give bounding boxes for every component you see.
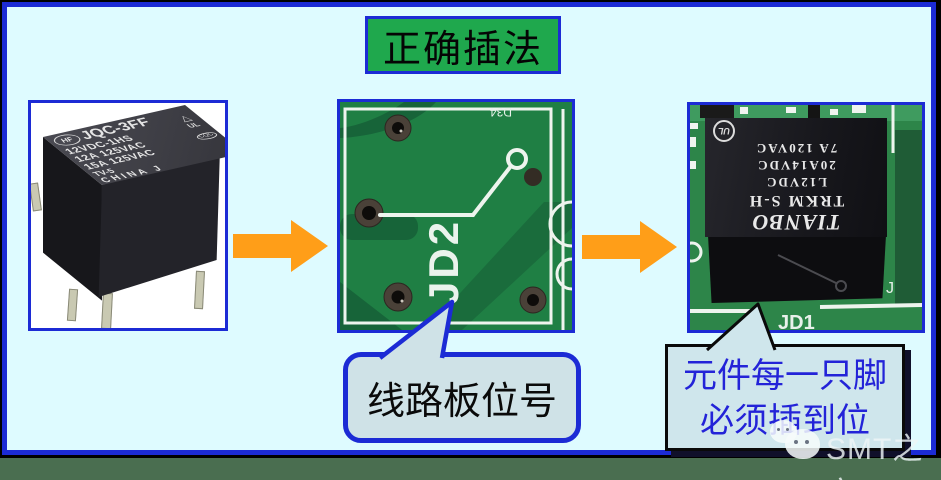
relay-spec-1: L12VDC <box>765 175 827 190</box>
pcb-pad-4 <box>519 286 547 314</box>
silkscreen-arc <box>690 241 703 263</box>
pcb-designator-jd2: JD2 <box>420 219 467 305</box>
pcb-shadow <box>895 130 922 305</box>
relay-spec-3: 7A 120VAC <box>754 141 838 156</box>
arrow-right-icon <box>582 221 677 273</box>
relay-spec-2: 20A14VDC <box>756 158 836 173</box>
mounted-relay-top: TIANBO TRKM S-H L12VDC 20A14VDC 7A 120VA… <box>705 118 887 237</box>
ul-mark-icon: UL <box>713 120 735 142</box>
relay-pin-2 <box>101 292 113 328</box>
mounted-relay-side <box>708 235 886 303</box>
bottom-band <box>0 458 941 480</box>
callout-pointer-icon <box>378 299 455 360</box>
silkscreen-arc <box>555 257 572 291</box>
callout-pcb-label: 线路板位号 <box>343 352 581 443</box>
pcb-designator-jd1: JD1 <box>778 312 815 330</box>
relay-photo-frame: HF JQC-3FF 12VDC-1HS 12A 125VAC 15A 125V… <box>28 100 228 331</box>
relay-brand: TIANBO <box>751 210 841 235</box>
watermark-text: SMT之家 <box>826 433 924 480</box>
wechat-icon <box>785 429 820 459</box>
callout-pointer-icon <box>705 302 777 352</box>
callout-pin-line1: 元件每一只脚 <box>683 357 887 395</box>
silkscreen-line <box>819 303 922 309</box>
callout-pcb-label-text: 线路板位号 <box>366 381 557 423</box>
mounted-relay-marking: TIANBO TRKM S-H L12VDC 20A14VDC 7A 120VA… <box>705 118 887 237</box>
mounted-relay-frame: J JD1 TIANBO TRKM S-H L12VDC 20A14VDC 7A… <box>687 102 925 333</box>
page-title: 正确插法 <box>382 28 543 71</box>
pcb-trace <box>340 282 402 330</box>
smd-component <box>808 105 820 122</box>
relay-pin-3 <box>194 270 205 310</box>
partial-ref: J <box>886 280 894 297</box>
smd-pads <box>690 105 866 169</box>
silkscreen-arc <box>548 200 572 248</box>
pcb-silkscreen-frame: D34 JD2 <box>337 99 575 333</box>
pcb-silkscreen-image: D34 JD2 <box>340 102 572 330</box>
pcb-pad-5 <box>524 168 542 186</box>
ref-designator-top: D34 <box>490 105 512 119</box>
watermark: SMT之家 <box>770 412 940 480</box>
pcb-pad-3 <box>383 282 413 312</box>
arrow-right-icon <box>233 220 328 272</box>
relay-photo: HF JQC-3FF 12VDC-1HS 12A 125VAC 15A 125V… <box>31 103 225 328</box>
pcb-pad-1 <box>384 114 412 142</box>
relay-pin-left <box>31 182 42 212</box>
pcb-trace <box>426 202 572 330</box>
relay-side-symbol <box>777 254 847 292</box>
title-box: 正确插法 <box>365 16 561 74</box>
smd-component <box>700 105 734 118</box>
relay-pin-1 <box>66 288 79 322</box>
relay-model: TRKM S-H <box>747 192 845 209</box>
pcb-pad-2 <box>354 198 384 228</box>
relay-switch-symbol <box>378 148 528 217</box>
